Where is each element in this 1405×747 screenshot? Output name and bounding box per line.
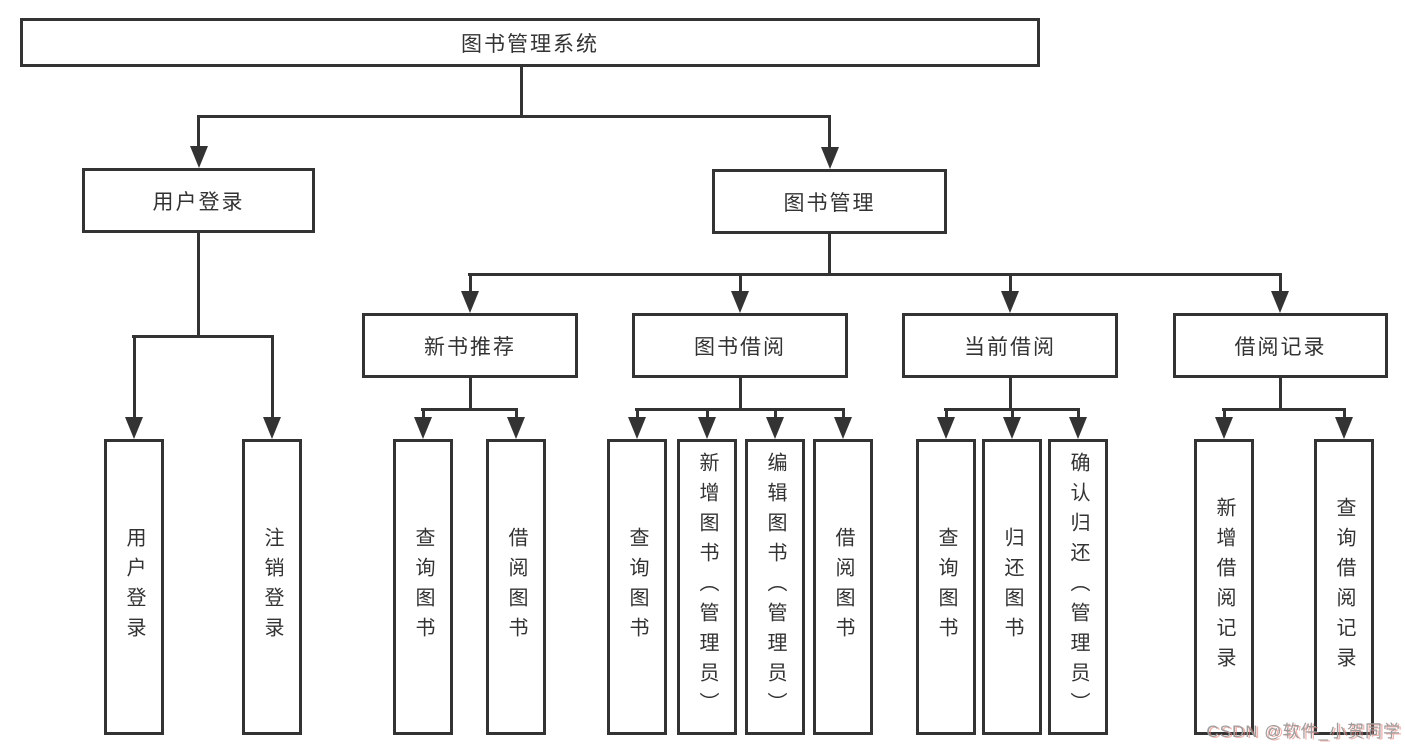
- connector-leaf-dropline: [636, 408, 639, 420]
- connector-leaf-dropline: [842, 408, 845, 420]
- connector-borrow-records-stem: [1279, 377, 1282, 411]
- node-user-login: 用户登录: [82, 168, 315, 233]
- node-book-mgmt: 图书管理: [712, 169, 947, 234]
- connector-leaf-dropline: [1343, 408, 1346, 420]
- leaf-current-query: 查询图书: [916, 439, 976, 735]
- leaf-logout: 注销登录: [242, 439, 302, 735]
- down-arrow-icon: [263, 417, 281, 439]
- leaf-newbook-borrow: 借阅图书: [486, 439, 546, 735]
- leaf-records-query: 查询借阅记录: [1314, 439, 1374, 735]
- connector-root-bar: [197, 115, 831, 118]
- down-arrow-icon: [766, 417, 784, 439]
- connector-borrow-records-bar: [1222, 408, 1346, 411]
- connector-leaf-dropline: [515, 408, 518, 420]
- node-root: 图书管理系统: [20, 18, 1040, 67]
- down-arrow-icon: [1215, 417, 1233, 439]
- down-arrow-icon: [461, 291, 479, 313]
- connector-current-borrow-stem: [1009, 377, 1012, 411]
- connector-user-login-stem: [197, 233, 200, 338]
- connector-leaf-dropline: [1077, 408, 1080, 420]
- connector-book-mgmt-stem: [828, 234, 831, 276]
- down-arrow-icon: [834, 417, 852, 439]
- connector-leaf-dropline: [422, 408, 425, 420]
- down-arrow-icon: [1271, 291, 1289, 313]
- connector-root-stem: [520, 67, 523, 117]
- down-arrow-icon: [1335, 417, 1353, 439]
- connector-leaf-user-login-dropline: [133, 335, 136, 420]
- leaf-borrow-add-admin: 新增图书（管理员）: [677, 439, 737, 735]
- connector-leaf-dropline: [945, 408, 948, 420]
- connector-leaf-dropline: [1011, 408, 1014, 420]
- down-arrow-icon: [1069, 417, 1087, 439]
- node-new-book-rec: 新书推荐: [362, 313, 578, 378]
- leaf-borrow-query: 查询图书: [607, 439, 667, 735]
- connector-book-borrow-dropline: [739, 273, 742, 295]
- connector-new-book-rec-dropline: [469, 273, 472, 295]
- node-current-borrow: 当前借阅: [902, 313, 1118, 378]
- connector-book-mgmt-dropline: [828, 115, 831, 150]
- connector-new-book-rec-stem: [469, 377, 472, 411]
- connector-book-borrow-bar: [635, 408, 845, 411]
- down-arrow-icon: [1003, 417, 1021, 439]
- connector-leaf-logout-dropline: [271, 335, 274, 420]
- connector-leaf-dropline: [706, 408, 709, 420]
- node-book-borrow: 图书借阅: [632, 313, 848, 378]
- leaf-records-add: 新增借阅记录: [1194, 439, 1254, 735]
- connector-current-borrow-dropline: [1009, 273, 1012, 295]
- leaf-user-login: 用户登录: [104, 439, 164, 735]
- leaf-current-confirm-admin: 确认归还（管理员）: [1048, 439, 1108, 735]
- connector-borrow-records-dropline: [1279, 273, 1282, 295]
- connector-user-login-bar: [132, 335, 274, 338]
- leaf-newbook-query: 查询图书: [393, 439, 453, 735]
- leaf-borrow-edit-admin: 编辑图书（管理员）: [745, 439, 805, 735]
- down-arrow-icon: [190, 146, 208, 168]
- leaf-borrow-borrow: 借阅图书: [813, 439, 873, 735]
- leaf-current-return: 归还图书: [982, 439, 1042, 735]
- down-arrow-icon: [125, 417, 143, 439]
- csdn-watermark: CSDN @软件_小贺同学: [1206, 722, 1401, 741]
- down-arrow-icon: [507, 417, 525, 439]
- connector-leaf-dropline: [774, 408, 777, 420]
- down-arrow-icon: [937, 417, 955, 439]
- connector-user-login-dropline: [197, 115, 200, 150]
- down-arrow-icon: [698, 417, 716, 439]
- down-arrow-icon: [1001, 291, 1019, 313]
- node-borrow-records: 借阅记录: [1173, 313, 1388, 378]
- down-arrow-icon: [414, 417, 432, 439]
- connector-new-book-rec-bar: [421, 408, 518, 411]
- down-arrow-icon: [821, 147, 839, 169]
- connector-book-borrow-stem: [739, 377, 742, 411]
- down-arrow-icon: [731, 291, 749, 313]
- down-arrow-icon: [628, 417, 646, 439]
- connector-leaf-dropline: [1223, 408, 1226, 420]
- connector-book-mgmt-bar: [468, 273, 1281, 276]
